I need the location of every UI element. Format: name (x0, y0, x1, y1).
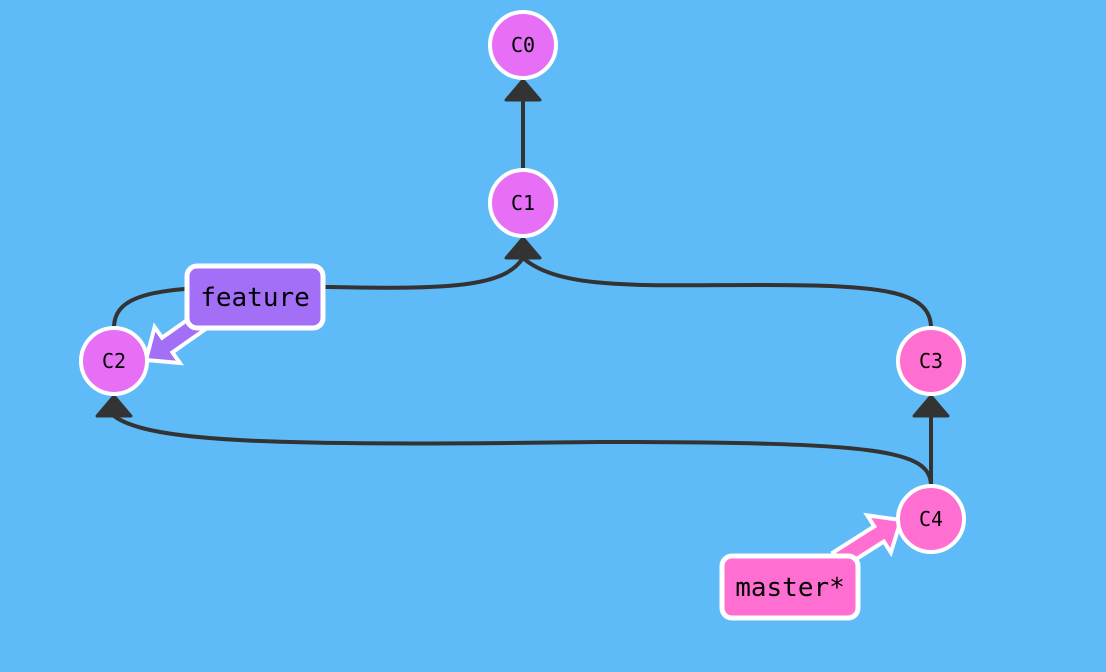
arrowhead-icon (504, 236, 542, 260)
commit-circle[interactable] (896, 326, 966, 396)
edge-c3-to-c1 (521, 256, 933, 329)
commit-label: C2 (102, 349, 126, 373)
feature-branch-label: feature (200, 283, 310, 313)
master-branch-tag[interactable]: master* (719, 553, 861, 621)
feature-branch-box[interactable] (184, 263, 326, 331)
commit-circle[interactable] (896, 484, 966, 554)
commit-node-c0[interactable]: C0 (488, 10, 558, 80)
feature-branch-tag[interactable]: feature (184, 263, 326, 331)
edge-c4-to-c2 (112, 414, 933, 487)
master-branch-box[interactable] (719, 553, 861, 621)
edge-c2-to-c1 (112, 256, 525, 329)
arrowhead-icon (95, 394, 133, 418)
commit-label: C3 (919, 349, 943, 373)
commit-node-c4[interactable]: C4 (896, 484, 966, 554)
arrowhead-icon (912, 394, 950, 418)
commit-node-c3[interactable]: C3 (896, 326, 966, 396)
commit-node-c1[interactable]: C1 (488, 168, 558, 238)
edges-layer (95, 78, 950, 487)
arrowhead-icon (504, 78, 542, 102)
commit-node-c2[interactable]: C2 (79, 326, 149, 396)
commit-circle[interactable] (488, 168, 558, 238)
commit-circle[interactable] (488, 10, 558, 80)
commit-label: C0 (511, 33, 535, 57)
commit-label: C4 (919, 507, 943, 531)
branches-layer: feature master* (184, 263, 861, 621)
master-branch-label: master* (735, 573, 845, 603)
commit-label: C1 (511, 191, 535, 215)
commit-circle[interactable] (79, 326, 149, 396)
